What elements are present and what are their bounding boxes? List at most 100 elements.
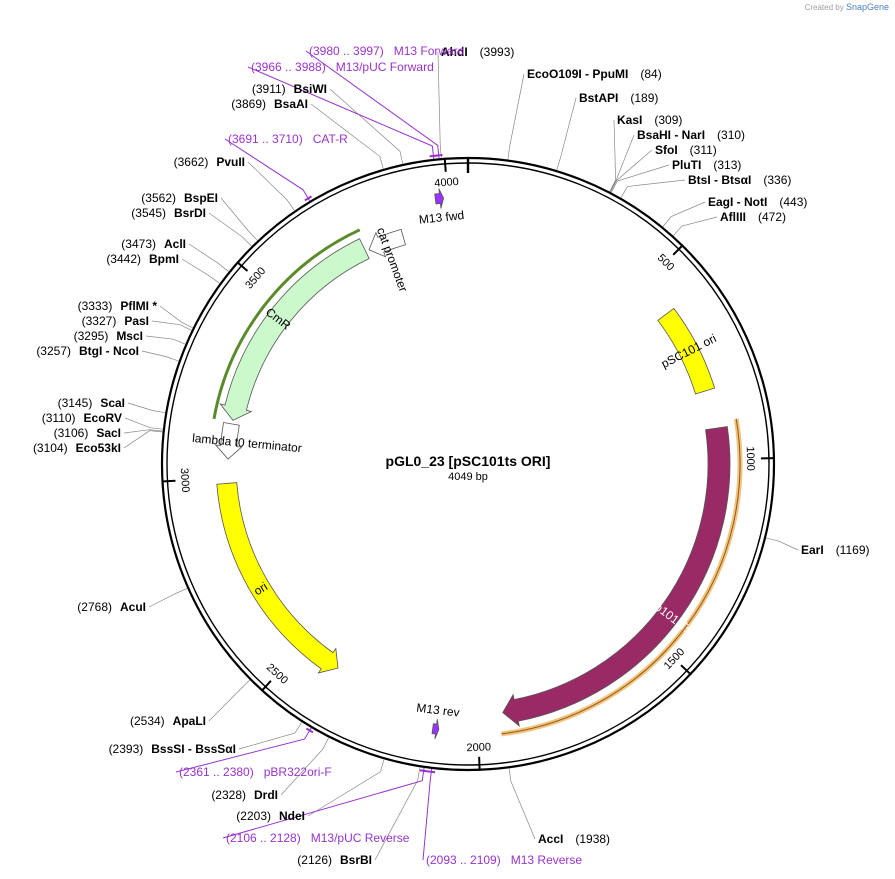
- enzyme-site-bpmi[interactable]: (3442)BpmI: [106, 252, 179, 266]
- feature-shape[interactable]: [434, 188, 445, 209]
- enzyme-position: (3442): [106, 252, 141, 266]
- enzyme-site-pluti[interactable]: PluTI(313): [672, 158, 741, 172]
- enzyme-site-bspei[interactable]: (3562)BspEI: [141, 191, 218, 205]
- primer-site-pbr322ori-f[interactable]: (2361 .. 2380)pBR322ori-F: [179, 765, 332, 779]
- feature-shape[interactable]: [216, 482, 339, 674]
- enzyme-label: (3257)BtgI - NcoI: [36, 344, 139, 358]
- enzyme-site-eagi-noti[interactable]: EagI - NotI(443): [708, 195, 807, 209]
- feature-lambda-t0-terminator[interactable]: lambda t0 terminator: [192, 422, 303, 460]
- primer-label: (2093 .. 2109)M13 Reverse: [426, 853, 582, 867]
- primer-site-cat-r[interactable]: (3691 .. 3710)CAT-R: [228, 132, 348, 146]
- enzyme-site-pflmi[interactable]: (3333)PflMI *: [78, 299, 158, 313]
- enzyme-label: EcoO109I - PpuMI(84): [527, 67, 662, 81]
- enzyme-label: KasI(309): [617, 113, 682, 127]
- enzyme-site-bsssi-bsss-i[interactable]: (2393)BssSI - BssSαI: [109, 742, 236, 756]
- enzyme-name: SacI: [96, 426, 121, 440]
- feature-rep101-ts[interactable]: Rep101(Ts): [502, 426, 731, 728]
- enzyme-site-kasi[interactable]: KasI(309): [617, 113, 682, 127]
- enzyme-label: (3442)BpmI: [106, 252, 179, 266]
- feature-shape[interactable]: [368, 228, 406, 258]
- enzyme-site-bsahi-nari[interactable]: BsaHI - NarI(310): [637, 128, 745, 142]
- leader-line: [188, 243, 229, 272]
- feature-shape[interactable]: [219, 238, 370, 421]
- bp-tick: [260, 680, 272, 692]
- enzyme-site-scai[interactable]: (3145)ScaI: [58, 396, 125, 410]
- feature-m13-rev[interactable]: M13 rev: [416, 701, 461, 740]
- enzyme-site-saci[interactable]: (3106)SacI: [54, 426, 121, 440]
- enzyme-label: (2328)DrdI: [211, 788, 278, 802]
- enzyme-site-bsrdi[interactable]: (3545)BsrDI: [131, 206, 206, 220]
- enzyme-site-ndei[interactable]: (2203)NdeI: [236, 809, 305, 823]
- enzyme-site-eco53ki[interactable]: (3104)Eco53kI: [33, 441, 121, 455]
- enzyme-name: PluTI: [672, 158, 701, 172]
- leader-line: [507, 73, 525, 160]
- enzyme-name: ScaI: [100, 396, 125, 410]
- enzyme-position: (189): [630, 91, 658, 105]
- enzyme-site-pasi[interactable]: (3327)PasI: [82, 314, 149, 328]
- enzyme-position: (2126): [297, 853, 332, 867]
- leader-line: [609, 134, 635, 193]
- enzyme-name: KasI: [617, 113, 642, 127]
- feature-ori[interactable]: ori: [216, 482, 339, 674]
- enzyme-site-ecorv[interactable]: (3110)EcoRV: [42, 411, 122, 425]
- enzyme-site-acci[interactable]: AccI(1938): [538, 832, 610, 846]
- feature-shape[interactable]: [214, 422, 243, 460]
- enzyme-label: AccI(1938): [538, 832, 610, 846]
- enzyme-site-apali[interactable]: (2534)ApaLI: [130, 714, 206, 728]
- enzyme-site-btsi-bts-i[interactable]: BtsI - BtsαI(336): [688, 173, 791, 187]
- primer-site-m13-forward[interactable]: (3980 .. 3997)M13 Forward: [309, 44, 464, 58]
- enzyme-site-bsrbi[interactable]: (2126)BsrBI: [297, 853, 372, 867]
- enzyme-site-ahdi[interactable]: AhdI(3993): [441, 45, 514, 59]
- enzyme-site-acli[interactable]: (3473)AclI: [121, 237, 186, 251]
- primer-site-m13-reverse[interactable]: (2093 .. 2109)M13 Reverse: [426, 853, 582, 867]
- enzyme-position: (3333): [78, 299, 113, 313]
- feature-shape[interactable]: [431, 719, 440, 740]
- enzyme-label: (3473)AclI: [121, 237, 186, 251]
- enzyme-label: (3545)BsrDI: [131, 206, 206, 220]
- enzyme-site-sfoi[interactable]: SfoI(311): [655, 143, 717, 157]
- primer-site-m13-puc-forward[interactable]: (3966 .. 3988)M13/pUC Forward: [251, 60, 434, 74]
- feature-shape[interactable]: [502, 426, 731, 728]
- enzyme-site-afliii[interactable]: AflIII (472): [720, 210, 786, 224]
- enzyme-site-ecoo109i-ppumi[interactable]: EcoO109I - PpuMI(84): [527, 67, 662, 81]
- enzyme-position: (2768): [77, 600, 112, 614]
- enzyme-site-drdi[interactable]: (2328)DrdI: [211, 788, 278, 802]
- enzyme-label: (3106)SacI: [54, 426, 121, 440]
- bp-tick-label: 3000: [178, 468, 191, 493]
- enzyme-name: AcuI: [120, 600, 146, 614]
- feature-label: M13 rev: [416, 701, 461, 720]
- primer-label: (2106 .. 2128)M13/pUC Reverse: [226, 831, 410, 845]
- feature-psc101-ori[interactable]: pSC101 ori: [657, 307, 719, 395]
- leader-line: [124, 417, 164, 430]
- leader-line: [374, 767, 421, 861]
- primer-site-m13-puc-reverse[interactable]: (2106 .. 2128)M13/pUC Reverse: [226, 831, 410, 845]
- feature-shape[interactable]: [657, 307, 716, 395]
- enzyme-site-eari[interactable]: EarI(1169): [801, 543, 869, 557]
- enzyme-name: MscI: [116, 329, 143, 343]
- leader-line: [123, 430, 163, 449]
- enzyme-name: SfoI: [655, 143, 678, 157]
- leader-line: [145, 335, 186, 345]
- enzyme-site-msci[interactable]: (3295)MscI: [74, 329, 143, 343]
- leader-line: [508, 768, 536, 840]
- enzyme-site-pvuii[interactable]: (3662)PvuII: [174, 155, 245, 169]
- feature-cat-promoter[interactable]: cat promoter: [368, 226, 410, 294]
- leader-line: [437, 51, 442, 159]
- enzyme-position: (472): [758, 210, 786, 224]
- enzyme-name: AflIII: [720, 210, 746, 224]
- feature-m13-fwd[interactable]: M13 fwd: [418, 188, 465, 227]
- enzyme-site-btgi-ncoi[interactable]: (3257)BtgI - NcoI: [36, 344, 139, 358]
- primer-range: (3980 .. 3997): [309, 44, 384, 58]
- enzyme-site-bsiwi[interactable]: (3911)BsiWI: [252, 82, 327, 96]
- enzyme-name: BssSI - BssSαI: [151, 742, 236, 756]
- rep101-highlight-core: [501, 418, 741, 735]
- enzyme-site-bstapi[interactable]: BstAPI(189): [579, 91, 658, 105]
- enzyme-label: PluTI(313): [672, 158, 741, 172]
- enzyme-label: (3295)MscI: [74, 329, 143, 343]
- enzyme-label: AflIII (472): [720, 210, 786, 224]
- enzyme-site-acui[interactable]: (2768) AcuI: [77, 600, 146, 614]
- bp-tick-label: 3500: [243, 265, 268, 291]
- enzyme-name: Eco53kI: [76, 441, 121, 455]
- enzyme-site-bsaai[interactable]: (3869)BsaAI: [231, 97, 308, 111]
